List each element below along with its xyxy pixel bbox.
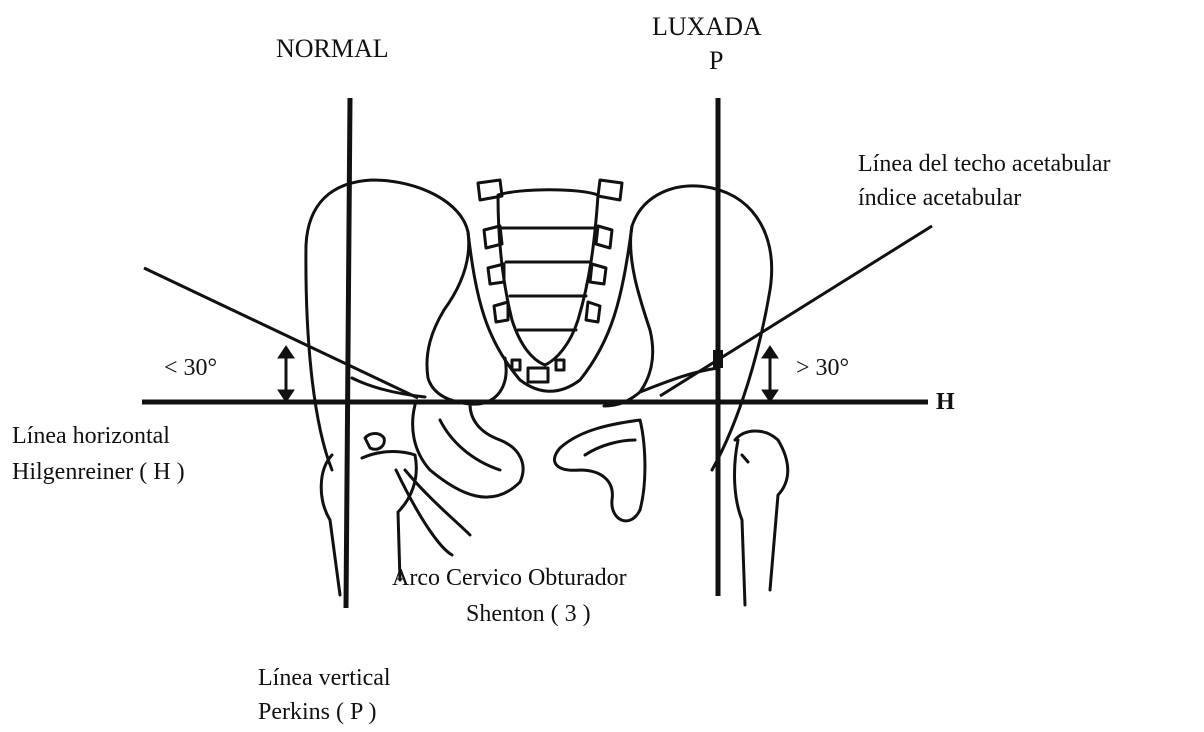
perkins-line-left <box>346 98 350 608</box>
label-shenton: Shenton ( 3 ) <box>466 602 591 626</box>
label-normal: NORMAL <box>276 36 389 62</box>
right-obturator <box>585 440 635 455</box>
angle-arrow-left <box>278 346 294 402</box>
right-ilium-outline <box>604 186 772 470</box>
label-roof-line: Línea del techo acetabular <box>858 152 1111 176</box>
left-ischium <box>413 404 523 497</box>
right-acetabulum <box>640 368 718 392</box>
label-perkins: Perkins ( P ) <box>258 700 376 724</box>
label-horizontal-line: Línea horizontal <box>12 424 170 448</box>
sacrum-outline <box>498 190 598 365</box>
label-p-marker: P <box>709 48 723 74</box>
label-vertical-line: Línea vertical <box>258 666 391 690</box>
right-ischium <box>554 420 644 521</box>
label-h-marker: H <box>936 390 955 414</box>
perkins-marker <box>713 350 723 368</box>
pelvic-inlet <box>468 226 632 391</box>
label-hilgenreiner: Hilgenreiner ( H ) <box>12 460 185 484</box>
label-acetabular-index: índice acetabular <box>858 186 1021 210</box>
label-shenton-arc: Arco Cervico Obturador <box>392 566 627 590</box>
left-acetabulum <box>352 378 425 397</box>
left-ilium-outline <box>306 180 506 470</box>
left-femoral-neck <box>396 470 470 555</box>
label-luxada: LUXADA <box>652 14 762 40</box>
right-femur <box>735 431 788 605</box>
label-angle-luxada: > 30° <box>796 356 849 380</box>
label-angle-normal: < 30° <box>164 356 217 380</box>
left-obturator <box>440 420 500 470</box>
angle-arrow-right <box>762 346 778 402</box>
